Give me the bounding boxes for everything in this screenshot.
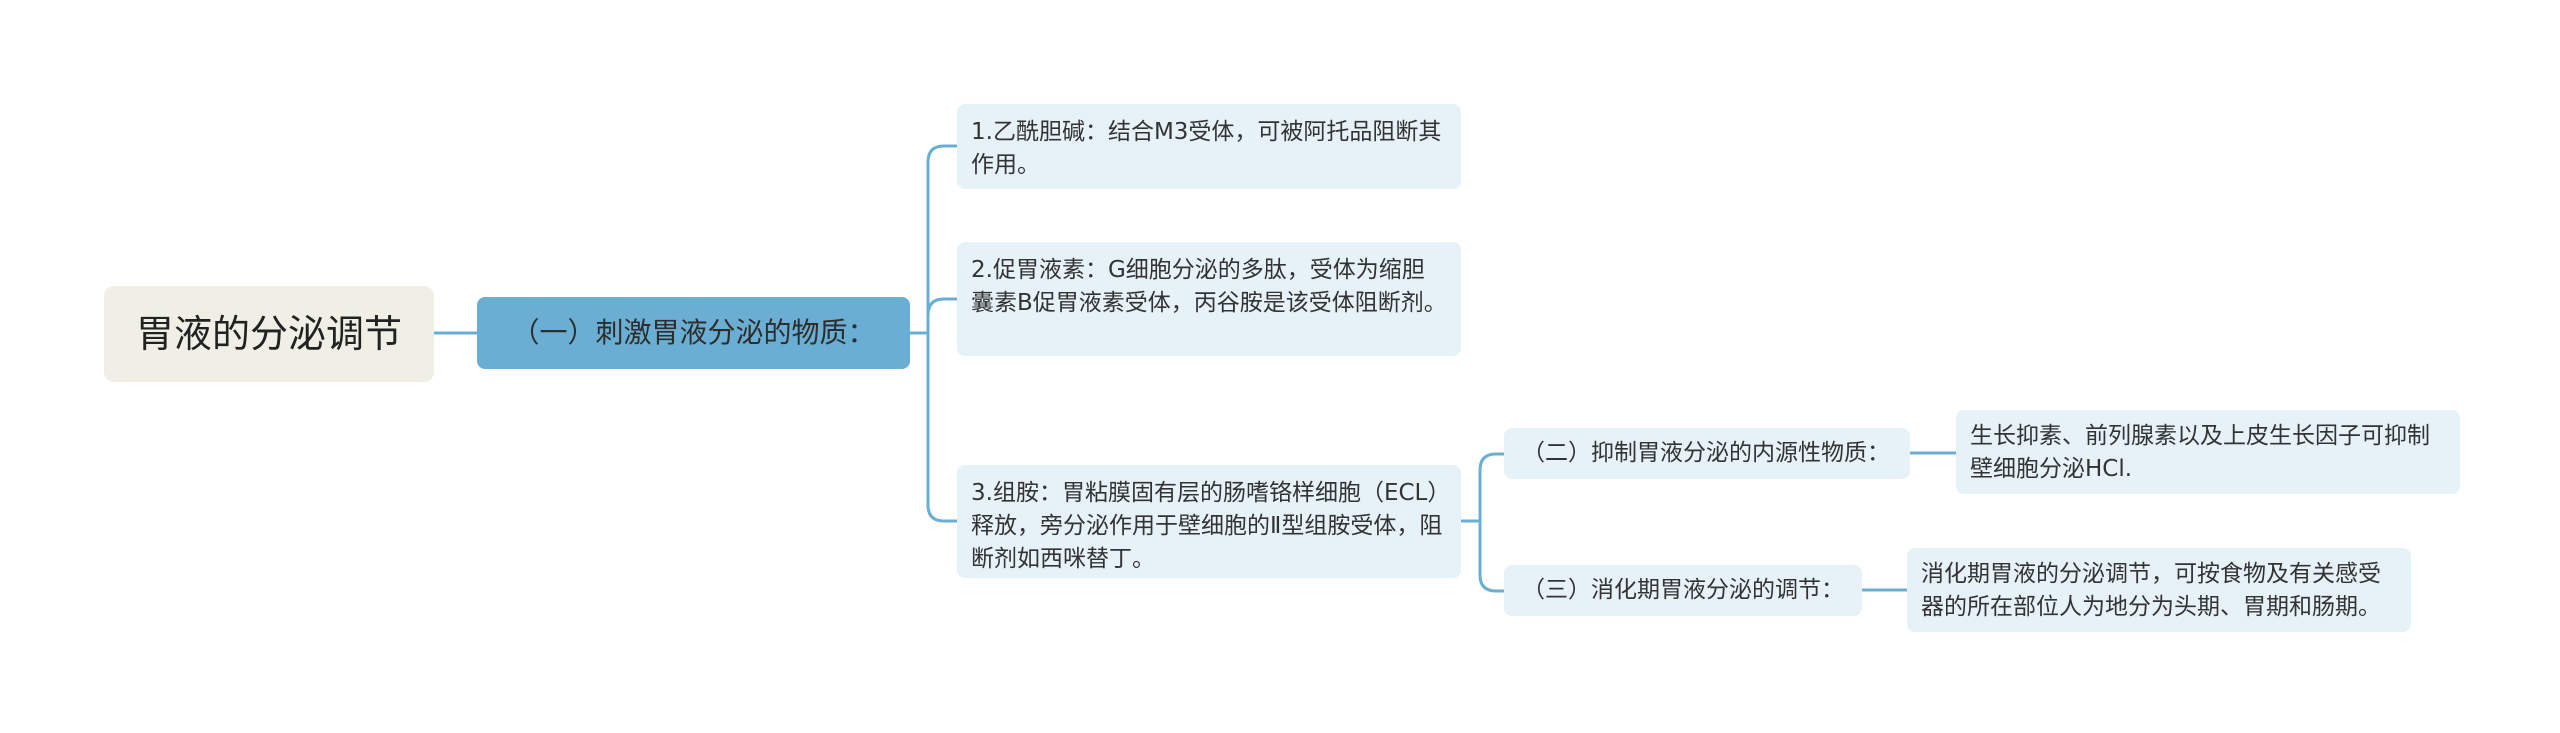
link-to-branch3 [1478, 519, 1506, 593]
root-node[interactable]: 胃液的分泌调节 [104, 286, 434, 382]
detail-digestive-phase[interactable]: 消化期胃液的分泌调节，可按食物及有关感受器的所在部位人为地分为头期、胃期和肠期。 [1907, 548, 2411, 632]
branch-digestive-phase-regulation[interactable]: （三）消化期胃液分泌的调节： [1504, 565, 1862, 616]
link-to-item2 [926, 297, 959, 335]
link-to-item3 [926, 331, 959, 523]
item-acetylcholine[interactable]: 1.乙酰胆碱：结合M3受体，可被阿托品阻断其作用。 [957, 104, 1461, 189]
branch-stimulating-substances[interactable]: （一）刺激胃液分泌的物质： [477, 297, 910, 369]
item-histamine[interactable]: 3.组胺：胃粘膜固有层的肠嗜铬样细胞（ECL）释放，旁分泌作用于壁细胞的Ⅱ型组胺… [957, 465, 1461, 578]
link-to-item1 [926, 144, 959, 335]
item-gastrin[interactable]: 2.促胃液素：G细胞分泌的多肽，受体为缩胆囊素B促胃液素受体，丙谷胺是该受体阻断… [957, 242, 1461, 356]
detail-inhibiting-substances[interactable]: 生长抑素、前列腺素以及上皮生长因子可抑制壁细胞分泌HCl. [1956, 410, 2460, 494]
branch-inhibiting-substances[interactable]: （二）抑制胃液分泌的内源性物质： [1504, 428, 1910, 479]
link-to-branch2 [1478, 452, 1506, 523]
